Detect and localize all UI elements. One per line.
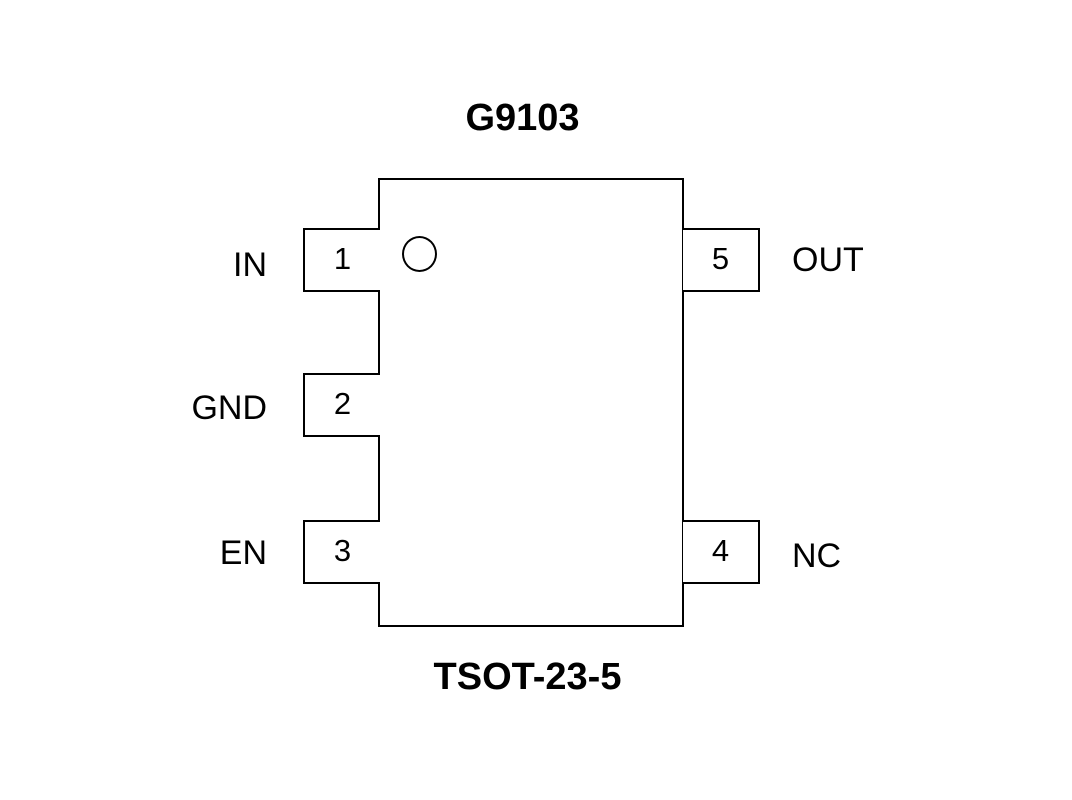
pin-3-number: 3 xyxy=(333,533,352,568)
pin-1-label: IN xyxy=(233,246,267,284)
pin-4-number: 4 xyxy=(711,533,730,568)
pin1-indicator-icon xyxy=(402,236,437,272)
pin-5: 5 xyxy=(683,228,760,292)
pin-1: 1 xyxy=(303,228,380,292)
pin-4: 4 xyxy=(683,520,760,584)
package-name: TSOT-23-5 xyxy=(433,656,622,698)
pin-3: 3 xyxy=(303,520,380,584)
pin-2-label: GND xyxy=(191,389,267,427)
pin-5-label: OUT xyxy=(792,241,864,279)
pin-2-number: 2 xyxy=(333,386,352,421)
chip-title: G9103 xyxy=(465,97,580,139)
pin-4-label: NC xyxy=(792,537,842,575)
pin-3-label: EN xyxy=(219,534,267,572)
pin-2: 2 xyxy=(303,373,380,437)
pin-1-number: 1 xyxy=(333,241,352,276)
pin-5-number: 5 xyxy=(711,241,730,276)
